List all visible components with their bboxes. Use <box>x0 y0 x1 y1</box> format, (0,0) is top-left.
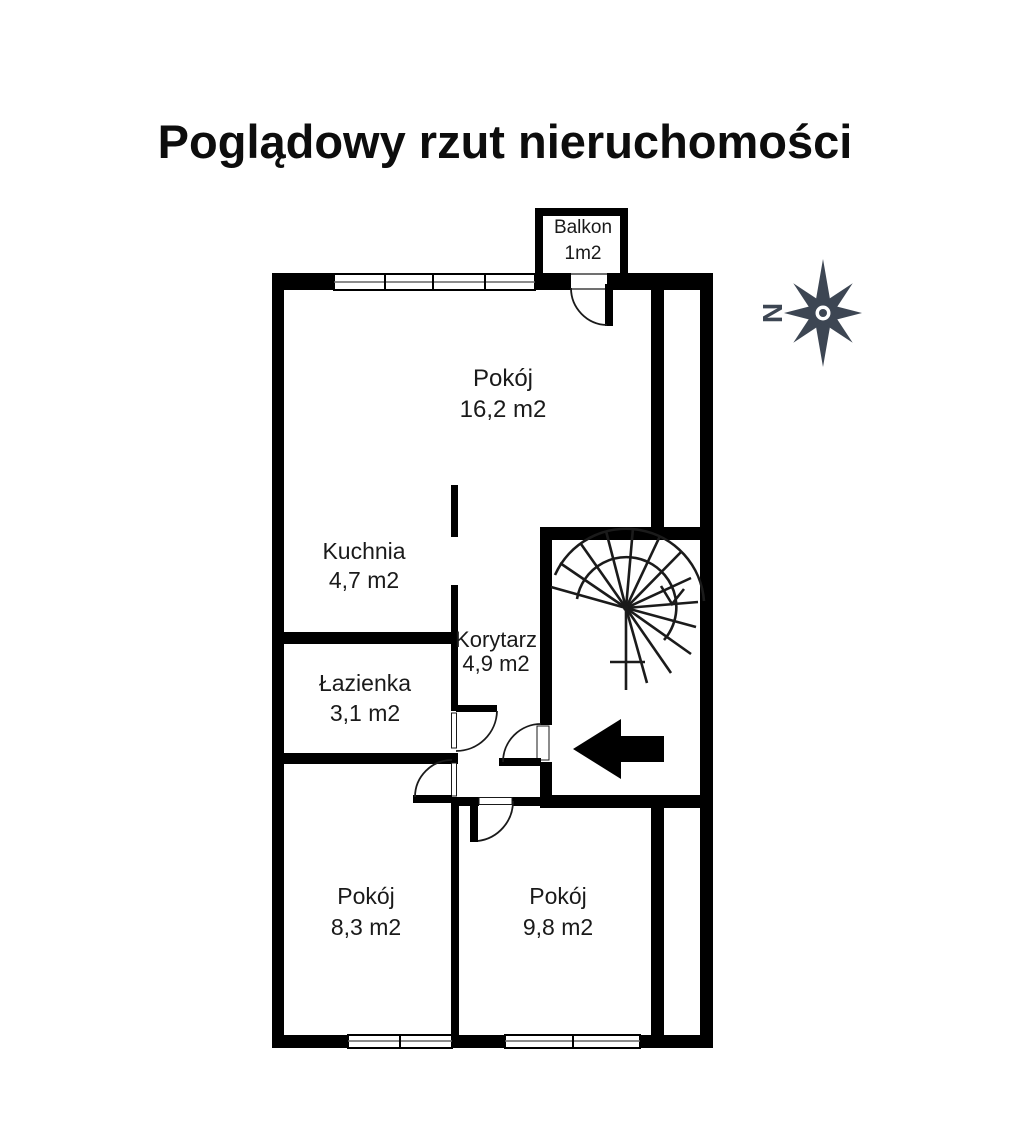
room-98-door <box>470 797 514 842</box>
spiral-staircase <box>550 527 706 690</box>
wall <box>451 485 458 537</box>
door-leaf <box>605 284 613 326</box>
room-name: Kuchnia <box>322 538 406 564</box>
wall <box>272 632 458 644</box>
windows <box>333 273 641 1049</box>
door-swing <box>455 710 498 752</box>
room-label-pokoj-83: Pokój 8,3 m2 <box>331 881 401 943</box>
compass-rose-icon: N <box>757 259 862 367</box>
room-label-pokoj-98: Pokój 9,8 m2 <box>523 881 593 943</box>
wall <box>540 527 552 725</box>
wall <box>540 527 713 540</box>
room-area: 4,9 m2 <box>462 651 530 676</box>
wall <box>272 273 335 290</box>
room-label-balkon: Balkon 1m2 <box>554 215 612 267</box>
wall <box>620 208 628 275</box>
wall <box>272 1035 713 1048</box>
wall <box>651 808 664 1035</box>
room-name: Pokój <box>472 365 534 392</box>
stair-direction-arrow <box>659 585 686 607</box>
wall <box>535 208 543 275</box>
wall <box>451 797 459 1035</box>
room-area: 3,1 m2 <box>329 700 401 726</box>
room-area: 4,7 m2 <box>328 567 400 593</box>
room-area: 1m2 <box>564 243 602 264</box>
room-name: Pokój <box>337 883 395 909</box>
wall <box>451 585 458 711</box>
wall <box>540 795 713 808</box>
wall <box>272 753 458 764</box>
bathroom-door <box>451 705 498 752</box>
room-area: 9,8 m2 <box>522 914 594 940</box>
room-label-korytarz: Korytarz 4,9 m2 <box>455 628 537 676</box>
room-name: Pokój <box>529 883 587 909</box>
door-swing <box>477 800 514 842</box>
room-label-lazienka: Łazienka 3,1 m2 <box>319 668 411 728</box>
window <box>504 1034 641 1049</box>
compass-north-label: N <box>757 303 788 323</box>
door-swing <box>570 287 608 326</box>
entrance-arrow-icon <box>573 719 664 779</box>
wall <box>452 797 479 806</box>
room-area: 16,2 m2 <box>459 396 547 423</box>
wall <box>512 797 541 806</box>
door-swing <box>502 723 542 763</box>
page-title: Poglądowy rzut nieruchomości <box>157 115 853 168</box>
wall <box>651 273 664 527</box>
wall <box>535 208 628 216</box>
room-name: Balkon <box>553 217 613 238</box>
door-leaf <box>470 800 478 842</box>
balcony-door <box>570 273 613 326</box>
wall <box>700 273 713 1048</box>
room-name: Korytarz <box>455 627 537 652</box>
door-swing <box>414 759 453 798</box>
door-leaf <box>456 705 497 712</box>
door-leaf <box>413 795 452 803</box>
room-name: Łazienka <box>318 670 412 696</box>
room-label-kuchnia: Kuchnia 4,7 m2 <box>322 537 405 595</box>
window <box>333 273 536 291</box>
doors <box>413 273 613 842</box>
door-leaf <box>499 758 541 766</box>
room-area: 8,3 m2 <box>330 914 402 940</box>
wall <box>272 273 284 1048</box>
room-83-door <box>413 759 457 803</box>
window <box>347 1034 453 1049</box>
room-label-pokoj-16: Pokój 16,2 m2 <box>460 363 547 425</box>
wall <box>535 273 571 290</box>
entrance-door <box>499 723 550 766</box>
